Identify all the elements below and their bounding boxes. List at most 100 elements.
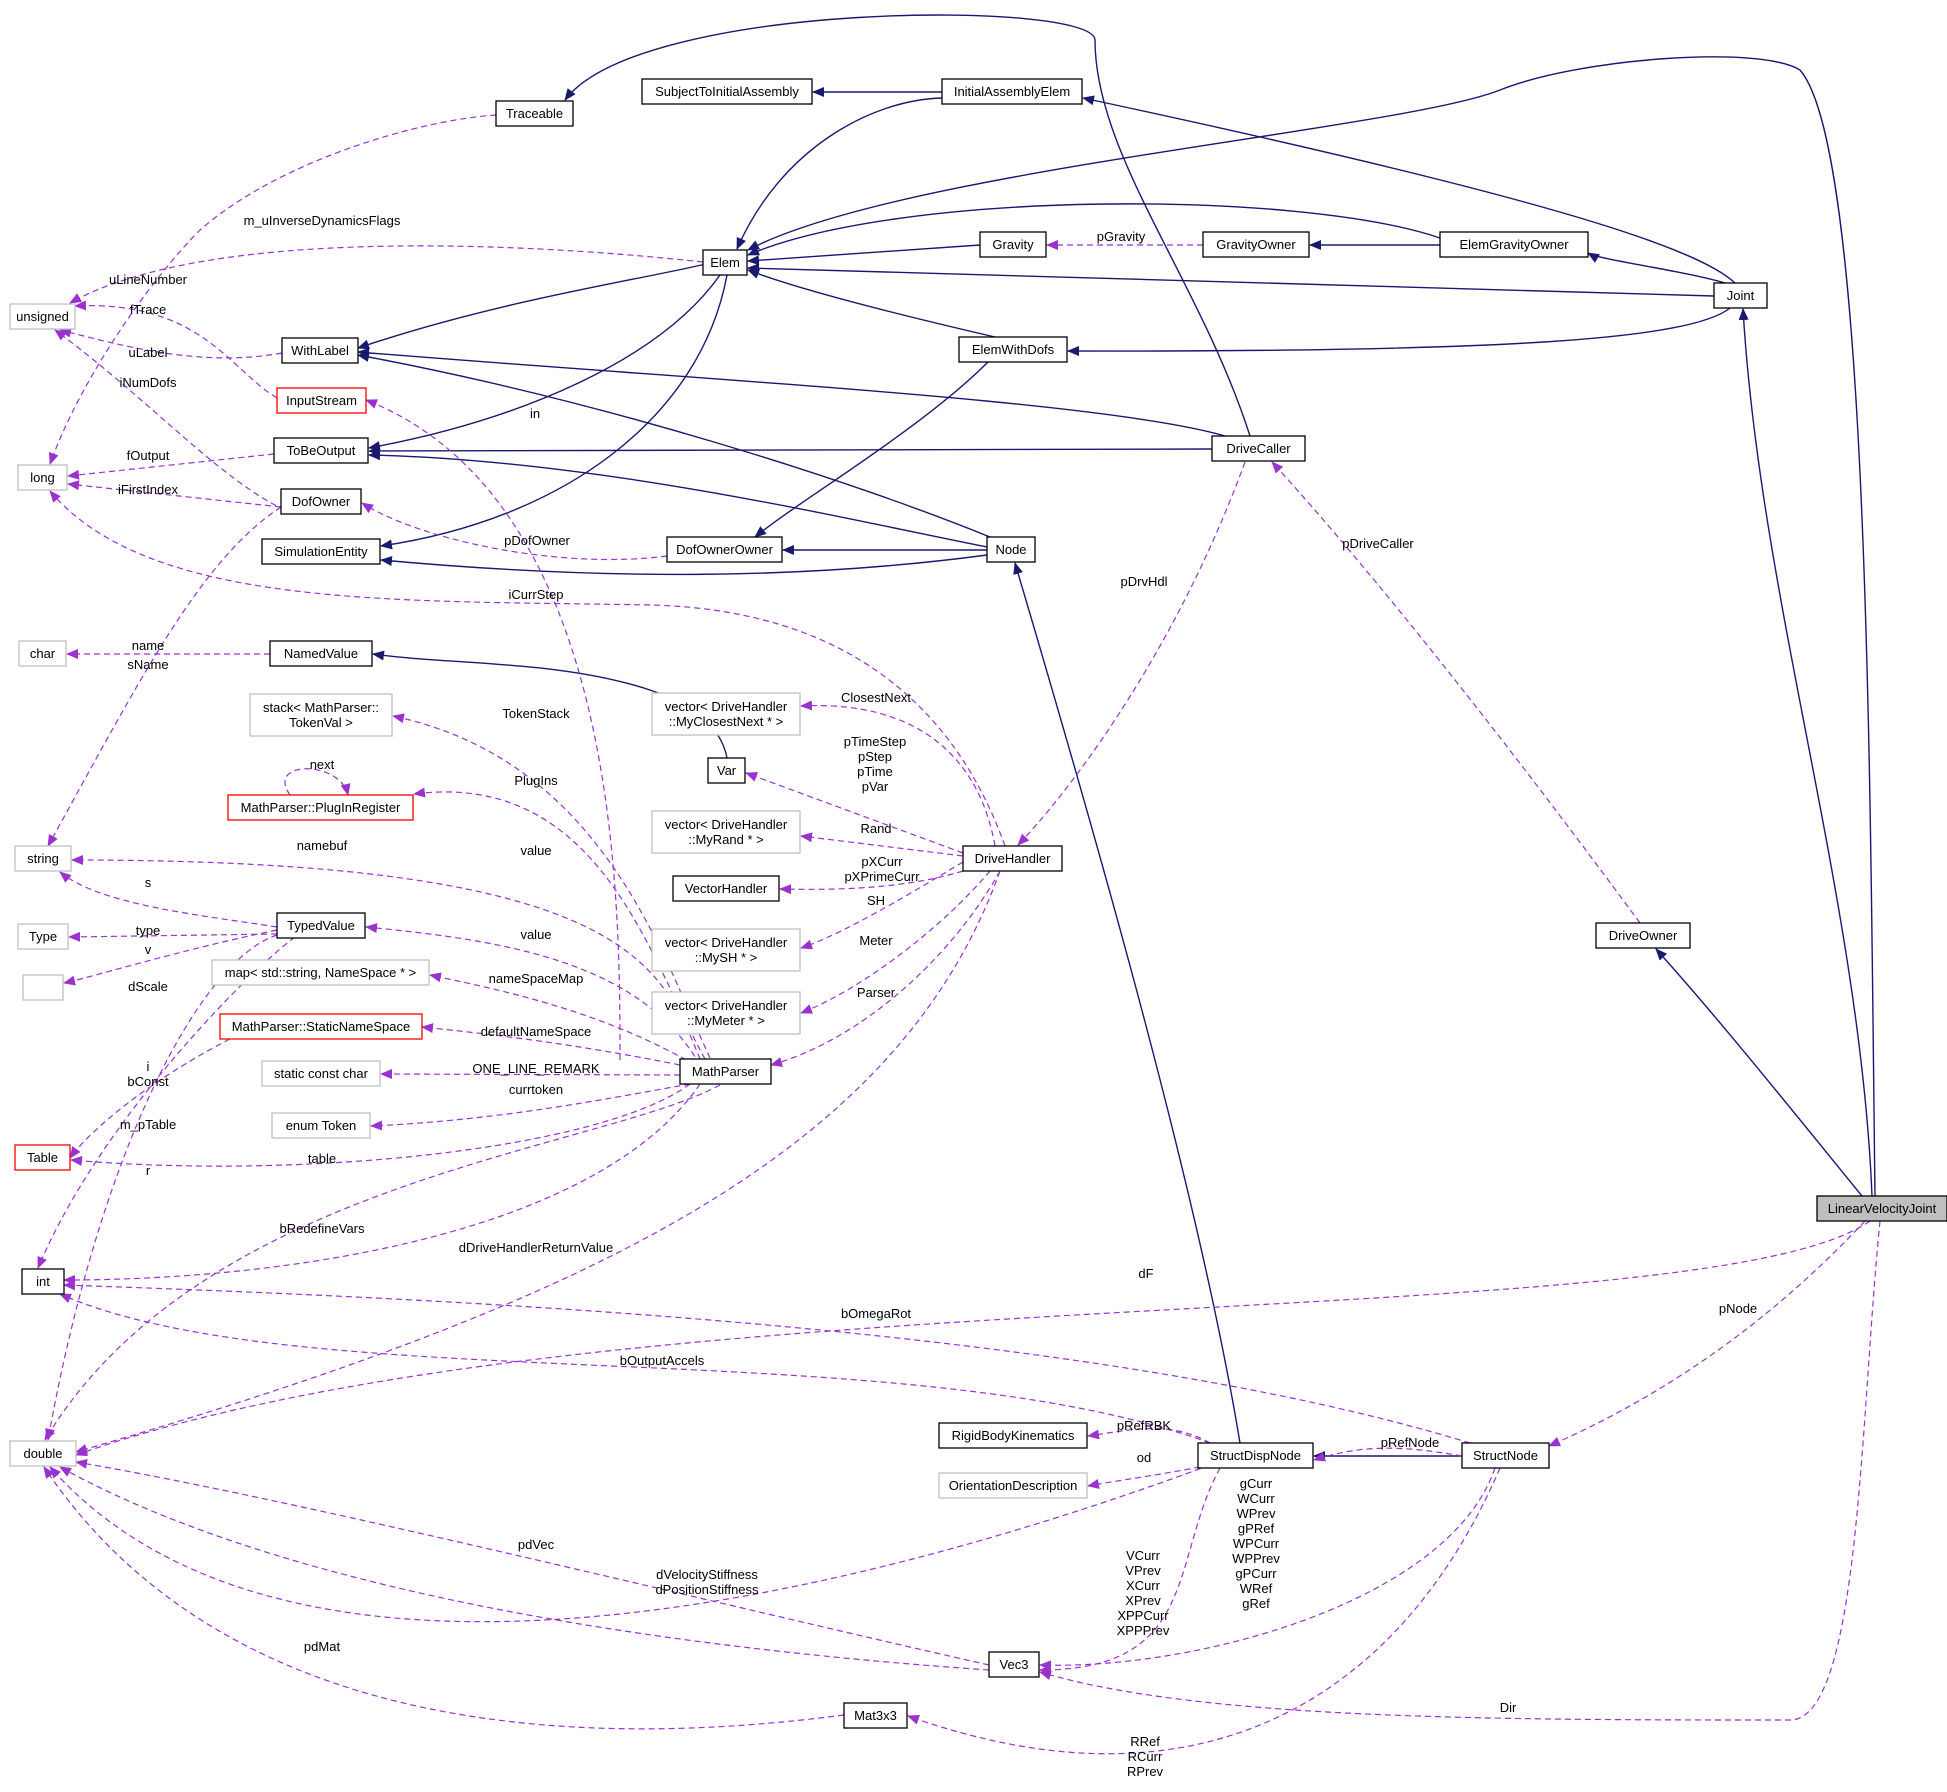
node-type[interactable]: Type [17,923,69,950]
node-box [1202,231,1310,258]
node-label: MathParser::PlugInRegister [241,800,401,815]
node-string[interactable]: string [14,845,72,872]
node-box [227,794,414,821]
node-dof-owner-owner[interactable]: DofOwnerOwner [666,536,783,563]
node-enum-token[interactable]: enum Token [271,1112,371,1139]
node-struct-disp-node[interactable]: StructDispNode [1197,1442,1314,1469]
node-box [269,640,373,667]
node-vec-s-h[interactable]: vector< DriveHandler::MySH * > [651,928,801,972]
node-to-be-output[interactable]: ToBeOutput [273,437,369,464]
node-label: TokenVal > [289,715,353,730]
node-label: WithLabel [291,343,349,358]
node-input-stream[interactable]: InputStream [276,387,367,414]
node-dof-owner[interactable]: DofOwner [280,488,362,515]
edge-label-foutput: fOutput [127,448,170,463]
node-stack-token-val[interactable]: stack< MathParser::TokenVal > [249,693,393,737]
edge-label-namespacemap: nameSpaceMap [489,971,584,986]
inherit-node-structdispnode [1013,562,1241,1444]
node-static-name-space[interactable]: MathParser::StaticNameSpace [219,1013,423,1040]
node-label: ToBeOutput [287,443,356,458]
node-typed-value[interactable]: TypedValue [276,912,366,939]
node-unsigned[interactable]: unsigned [9,303,76,330]
node-table[interactable]: Table [14,1144,71,1171]
uses-linvel-structnode [1548,1220,1866,1447]
node-vec-meter[interactable]: vector< DriveHandler::MyMeter * > [651,991,801,1035]
uses-traceable-long [48,114,497,465]
node-orientation-description[interactable]: OrientationDescription [938,1472,1088,1499]
node-box [261,538,381,565]
uses-structdispnode-vec3 [1039,1467,1221,1675]
node-elem[interactable]: Elem [702,249,748,276]
node-long[interactable]: long [17,464,68,491]
node-elem-gravity-owner[interactable]: ElemGravityOwner [1439,231,1589,258]
node-label: vector< DriveHandler [665,935,788,950]
node-label: DriveOwner [1609,928,1678,943]
node-drive-handler[interactable]: DriveHandler [962,845,1063,872]
inherit-linvel-joint [1738,308,1873,1197]
node-gravity-owner[interactable]: GravityOwner [1202,231,1310,258]
node-double[interactable]: double [9,1440,77,1467]
uses-dofownerowner-dofowner [361,502,668,561]
uses-drivehandler-long [49,490,1006,847]
edge-label-icurrstep: iCurrStep [509,587,564,602]
node-box [1211,435,1306,462]
node-box [672,875,780,902]
node-static-const-char[interactable]: static const char [261,1060,381,1087]
edge-label-bomegarot: bOmegaRot [841,1306,911,1321]
node-box [651,991,801,1035]
node-label: MathParser [692,1064,760,1079]
uses-structdispnode-int [59,1293,1211,1444]
node-subject-to-initial-assembly[interactable]: SubjectToInitialAssembly [641,78,813,105]
node-box [271,1112,371,1139]
edge-label-vcurr-5: XPPPrev [1117,1623,1170,1638]
node-box [1197,1442,1314,1469]
node-traceable[interactable]: Traceable [495,100,574,127]
node-box [261,1060,381,1087]
uses-drivehandler-mathparser [770,870,1001,1067]
node-node[interactable]: Node [986,536,1036,563]
edge-label-m-uinversedynamicsflags: m_uInverseDynamicsFlags [244,213,401,228]
node-simulation-entity[interactable]: SimulationEntity [261,538,381,565]
node-drive-owner[interactable]: DriveOwner [1595,922,1691,949]
node-box [938,1472,1088,1499]
node-mat3x3[interactable]: Mat3x3 [843,1702,908,1729]
node-vec3[interactable]: Vec3 [988,1651,1040,1678]
node-plug-in-register[interactable]: MathParser::PlugInRegister [227,794,414,821]
node-drive-caller[interactable]: DriveCaller [1211,435,1306,462]
node-label: DofOwnerOwner [676,542,773,557]
node-label: ElemWithDofs [972,342,1055,357]
node-linear-velocity-joint[interactable]: LinearVelocityJoint [1816,1195,1947,1222]
edge-label-ddrivehandlerreturnvalue: dDriveHandlerReturnValue [459,1240,613,1255]
node-with-label[interactable]: WithLabel [281,337,359,364]
edge-label-pgravity: pGravity [1097,229,1146,244]
node-box [666,536,783,563]
node-rigid-body-kinematics[interactable]: RigidBodyKinematics [938,1422,1088,1449]
node-var[interactable]: Var [707,757,746,784]
node-unnamed[interactable] [22,974,64,1001]
inherit-simentity-elem [380,274,728,550]
node-char[interactable]: char [18,640,67,667]
node-vec-closest-next[interactable]: vector< DriveHandler::MyClosestNext * > [651,692,801,736]
node-struct-node[interactable]: StructNode [1461,1442,1550,1469]
node-joint[interactable]: Joint [1713,282,1768,309]
node-initial-assembly-elem[interactable]: InitialAssemblyElem [941,78,1083,105]
uses-structnode-vec3 [1039,1467,1496,1671]
node-vector-handler[interactable]: VectorHandler [672,875,780,902]
node-box [281,337,359,364]
node-vec-rand[interactable]: vector< DriveHandler::MyRand * > [651,810,801,854]
node-label: StructDispNode [1210,1448,1301,1463]
node-named-value[interactable]: NamedValue [269,640,373,667]
node-gravity[interactable]: Gravity [979,231,1047,258]
node-int[interactable]: int [21,1268,65,1295]
node-math-parser[interactable]: MathParser [679,1058,772,1085]
uses-plugin-next [284,768,351,796]
node-map-name-space[interactable]: map< std::string, NameSpace * > [211,959,430,986]
node-box [651,928,801,972]
edge-label-v: v [145,942,152,957]
node-label: Type [29,929,57,944]
edge-label-parser: Parser [857,985,896,1000]
node-label: Node [995,542,1026,557]
edge-label-one-line-remark: ONE_LINE_REMARK [472,1061,599,1076]
node-elem-with-dofs[interactable]: ElemWithDofs [958,336,1068,363]
